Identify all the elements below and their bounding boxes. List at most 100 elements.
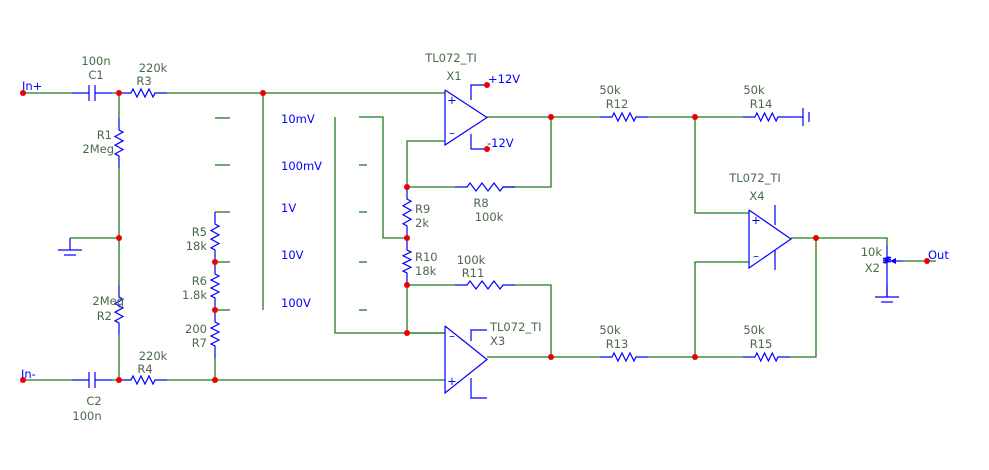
r9-value: 2k: [415, 216, 429, 230]
resistor-r8: [455, 182, 515, 192]
supply-pos-label: +12V: [488, 72, 520, 86]
r6-name: R6: [192, 274, 207, 288]
x1-supply-neg: [470, 134, 487, 150]
opamp-x4-pin-sign: –: [753, 249, 759, 263]
r11-value: 100k: [457, 253, 486, 267]
resistor-r4: [119, 374, 167, 386]
resistor-r7: [209, 310, 221, 358]
opamp-x3-pin-sign: +: [447, 374, 457, 388]
range-100v[interactable]: 100V: [281, 296, 311, 310]
junction-node: [404, 330, 410, 336]
r9-name: R9: [415, 202, 430, 216]
wire: [515, 284, 552, 357]
r4-value: 220k: [139, 349, 168, 363]
junction-node: [212, 377, 218, 383]
x1-supply-pos: [470, 84, 487, 100]
r14-value: 50k: [743, 83, 765, 97]
x1-name: X1: [446, 69, 461, 83]
r3-name: R3: [136, 74, 151, 88]
junction-node: [404, 235, 410, 241]
r10-name: R10: [415, 250, 438, 264]
junction-node: [404, 184, 410, 190]
junction-node: [484, 82, 490, 88]
r4-name: R4: [137, 362, 152, 376]
resistor-r9: [401, 187, 413, 238]
r5-value: 18k: [186, 239, 208, 253]
wire: [790, 238, 817, 358]
resistor-r5: [209, 212, 221, 262]
opamp-x1-pin-sign: +: [447, 93, 457, 107]
range-10v[interactable]: 10V: [281, 248, 304, 262]
r13-value: 50k: [599, 323, 621, 337]
junction-node: [116, 90, 122, 96]
range-10mv[interactable]: 10mV: [281, 112, 315, 126]
resistor-r2: [113, 285, 125, 335]
r10-value: 18k: [415, 264, 437, 278]
r15-name: R15: [750, 337, 773, 351]
junction-node: [20, 90, 26, 96]
opamp-x4-pin-sign: +: [751, 213, 761, 227]
x4-name: X4: [749, 189, 764, 203]
junction-node: [692, 354, 698, 360]
c2-name: C2: [86, 394, 101, 408]
r2-value: 2Meg: [92, 294, 124, 308]
supply-neg-label: -12V: [487, 136, 514, 150]
opamp-x4-triangle: [748, 209, 793, 270]
wire: [406, 285, 445, 334]
opamp-x1-pin-sign: –: [449, 126, 455, 140]
opamp-x1-triangle: [444, 89, 489, 147]
r13-name: R13: [606, 337, 629, 351]
range-1v[interactable]: 1V: [281, 201, 296, 215]
r11-name: R11: [462, 266, 485, 280]
x3-name: X3: [490, 334, 505, 348]
r3-value: 220k: [139, 61, 168, 75]
components: + – – + + –: [58, 84, 903, 399]
junction-nodes: [20, 82, 930, 383]
r1-value: 2Meg: [82, 142, 114, 156]
r7-name: R7: [192, 336, 207, 350]
resistor-r15: [743, 351, 790, 363]
wire: [359, 116, 407, 239]
junction-node: [548, 114, 554, 120]
resistor-r11: [455, 280, 515, 290]
r14-name: R14: [750, 97, 773, 111]
x4-model: TL072_TI: [728, 171, 781, 185]
opamp-x3-pin-sign: –: [449, 329, 455, 343]
resistor-r13: [600, 351, 648, 363]
junction-node: [484, 146, 490, 152]
r8-value: 100k: [475, 210, 504, 224]
r12-value: 50k: [599, 83, 621, 97]
r15-value: 50k: [743, 323, 765, 337]
r5-name: R5: [192, 225, 207, 239]
c1-name: C1: [88, 68, 103, 82]
wire: [694, 117, 749, 214]
wire: [791, 237, 888, 245]
wires: [23, 92, 936, 381]
junction-node: [260, 90, 266, 96]
junction-node: [212, 307, 218, 313]
r12-name: R12: [606, 97, 629, 111]
resistor-r3: [119, 87, 167, 99]
junction-node: [212, 259, 218, 265]
port-in-plus-label: In+: [22, 79, 42, 93]
potentiometer-x2: [882, 245, 892, 275]
wire: [503, 117, 552, 188]
resistor-r6: [209, 262, 221, 310]
range-100mv[interactable]: 100mV: [281, 159, 322, 173]
resistor-r14: [743, 111, 790, 123]
resistor-r12: [600, 111, 648, 123]
port-out-label: Out: [928, 248, 949, 262]
x2-value: 10k: [861, 245, 883, 259]
opamp-x3-triangle: [444, 325, 488, 395]
wire: [406, 140, 445, 187]
x3-supply-pos: [470, 378, 487, 399]
junction-node: [404, 282, 410, 288]
junction-node: [20, 377, 26, 383]
wiper-arrow-icon: [890, 258, 896, 264]
r7-value: 200: [185, 322, 207, 336]
resistor-r1: [113, 118, 125, 168]
junction-node: [116, 235, 122, 241]
wire: [694, 261, 749, 357]
r1-name: R1: [97, 128, 112, 142]
